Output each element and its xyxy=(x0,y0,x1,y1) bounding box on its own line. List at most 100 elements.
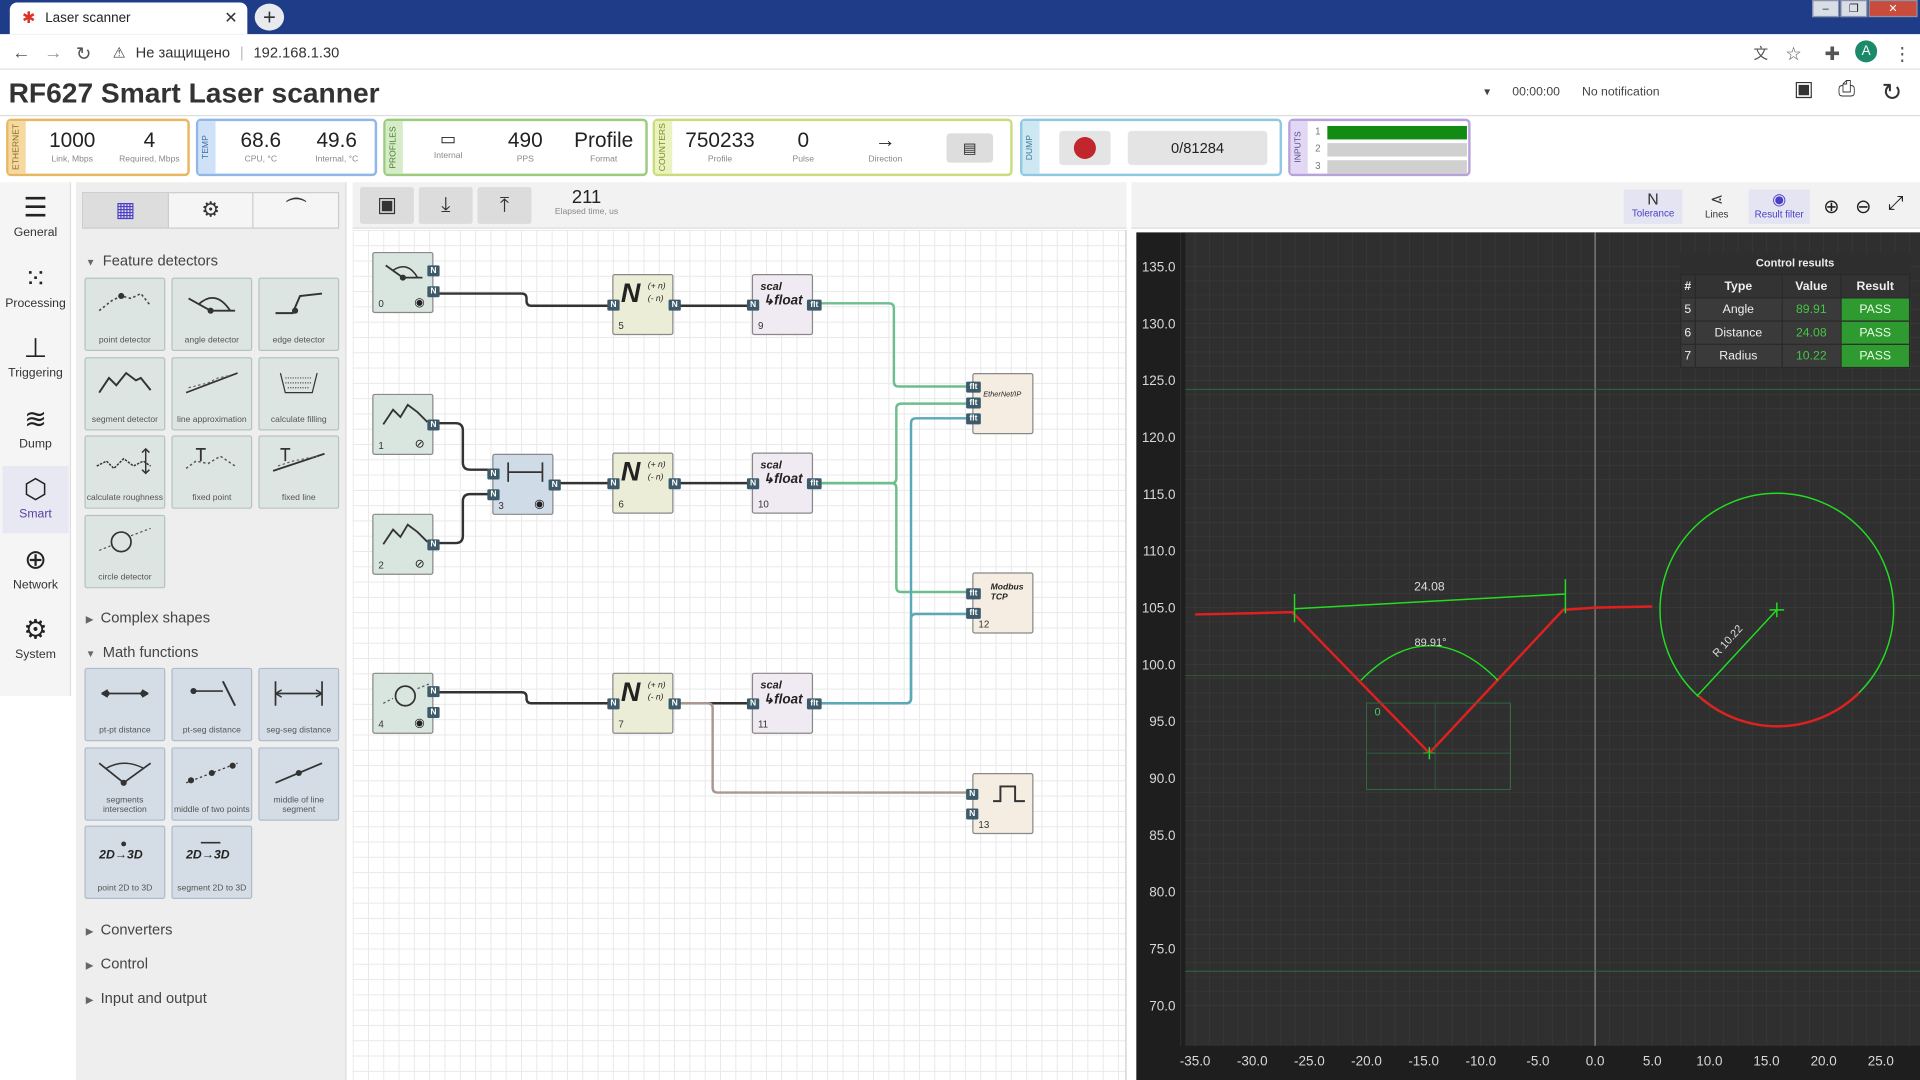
reload-icon[interactable]: ↻ xyxy=(75,44,92,65)
port-n[interactable]: N xyxy=(668,478,681,490)
palette-item-middle-of-line-segment[interactable]: middle of line segment xyxy=(258,746,340,821)
section-control[interactable]: ▶Control xyxy=(85,955,148,973)
section-math-functions[interactable]: ▼Math functions xyxy=(85,643,199,661)
palette-item-fixed-point[interactable]: fixed point xyxy=(171,435,253,509)
browser-menu-icon[interactable]: ⋮ xyxy=(1893,44,1912,65)
close-tab-icon[interactable]: ✕ xyxy=(224,8,238,27)
visible-eye-icon[interactable]: ◉ xyxy=(534,497,545,512)
nav-item-dump[interactable]: ≋Dump xyxy=(2,396,68,463)
hidden-eye-icon[interactable]: ⊘ xyxy=(414,437,425,452)
extensions-icon[interactable]: ✚ xyxy=(1824,44,1840,65)
port-n[interactable]: N xyxy=(746,478,760,490)
port-flt[interactable]: flt xyxy=(806,299,822,311)
port-n[interactable]: N xyxy=(427,686,440,698)
port-n[interactable]: N xyxy=(607,299,620,311)
lines-button[interactable]: ⋖Lines xyxy=(1687,190,1746,224)
url-field[interactable]: ⚠ Не защищено | 192.168.1.30 xyxy=(112,44,340,62)
section-complex-shapes[interactable]: ▶Complex shapes xyxy=(85,609,211,627)
palette-item-middle-of-two-points[interactable]: middle of two points xyxy=(171,746,253,821)
port-n[interactable]: N xyxy=(487,468,500,480)
palette-item-segments-intersection[interactable]: segments intersection xyxy=(84,746,166,821)
port-n[interactable]: N xyxy=(548,479,561,491)
port-n[interactable]: N xyxy=(746,299,760,311)
port-n[interactable]: N xyxy=(966,808,979,820)
port-n[interactable]: N xyxy=(427,286,440,298)
palette-item-calculate-roughness[interactable]: calculate roughness xyxy=(84,435,166,509)
port-n[interactable]: N xyxy=(427,265,440,277)
close-window-icon[interactable]: ✕ xyxy=(1868,0,1918,18)
palette-item-fixed-line[interactable]: fixed line xyxy=(258,435,340,509)
section-input-output[interactable]: ▶Input and output xyxy=(85,989,207,1007)
palette-item-circle-detector[interactable]: circle detector xyxy=(84,514,166,588)
port-n[interactable]: N xyxy=(746,698,760,710)
palette-item-line-approximation[interactable]: line approximation xyxy=(171,356,253,430)
record-button[interactable] xyxy=(1059,130,1111,166)
port-flt[interactable]: flt xyxy=(806,478,822,490)
refresh-icon[interactable]: ↻ xyxy=(1881,79,1903,107)
section-converters[interactable]: ▶Converters xyxy=(85,920,173,939)
tab-profile-shape[interactable]: ⏜ xyxy=(254,193,338,227)
port-flt[interactable]: flt xyxy=(966,588,981,600)
visible-eye-icon[interactable]: ◉ xyxy=(414,716,425,731)
download-scheme-button[interactable]: ⤓ xyxy=(418,187,473,224)
dropdown-caret-icon[interactable]: ▾ xyxy=(1484,85,1491,100)
fit-view-icon[interactable]: ⤢ xyxy=(1888,193,1904,215)
port-n[interactable]: N xyxy=(607,478,620,490)
palette-item-calculate-filling[interactable]: calculate filling xyxy=(258,356,340,430)
palette-item-seg-seg-distance[interactable]: seg-seg distance xyxy=(258,667,340,742)
star-icon[interactable]: ☆ xyxy=(1785,44,1802,65)
tab-block-settings[interactable]: ⚙ xyxy=(169,193,254,228)
palette-item-pt-pt-distance[interactable]: pt-pt distance xyxy=(84,667,166,742)
zoom-in-icon[interactable]: ⊕ xyxy=(1823,196,1840,218)
hidden-eye-icon[interactable]: ⊘ xyxy=(414,557,425,572)
port-n[interactable]: N xyxy=(427,419,440,431)
tab-blocks-grid[interactable]: ▦ xyxy=(83,193,169,228)
port-n[interactable]: N xyxy=(668,698,681,710)
port-flt[interactable]: flt xyxy=(966,607,981,619)
section-feature-detectors[interactable]: ▼Feature detectors xyxy=(85,251,218,270)
nav-item-network[interactable]: ⊕Network xyxy=(2,536,68,603)
nav-item-triggering[interactable]: ⊥Triggering xyxy=(2,325,68,392)
zoom-out-icon[interactable]: ⊖ xyxy=(1855,196,1872,218)
port-flt[interactable]: flt xyxy=(806,698,822,710)
palette-item-edge-detector[interactable]: edge detector xyxy=(258,277,340,352)
nav-item-general[interactable]: ☰General xyxy=(2,185,68,252)
upload-scheme-button[interactable]: ⤒ xyxy=(477,187,532,224)
profile-avatar[interactable]: A xyxy=(1855,40,1878,63)
port-flt[interactable]: flt xyxy=(966,413,981,425)
port-n[interactable]: N xyxy=(966,788,979,800)
palette-item-segment-detector[interactable]: segment detector xyxy=(84,356,166,430)
port-n[interactable]: N xyxy=(487,489,500,501)
port-n[interactable]: N xyxy=(427,706,440,718)
port-flt[interactable]: flt xyxy=(966,381,981,393)
port-n[interactable]: N xyxy=(668,299,681,311)
export-document-icon[interactable]: ⎙ xyxy=(1838,77,1855,101)
palette-item-pt-seg-distance[interactable]: pt-seg distance xyxy=(171,667,253,742)
visible-eye-icon[interactable]: ◉ xyxy=(414,295,425,310)
port-n[interactable]: N xyxy=(607,698,620,710)
forward-arrow-icon[interactable]: → xyxy=(44,42,63,64)
back-arrow-icon[interactable]: ← xyxy=(12,42,31,64)
result-filter-button[interactable]: ◉Result filter xyxy=(1748,189,1810,224)
minimize-icon[interactable]: – xyxy=(1812,0,1840,18)
nav-item-system[interactable]: ⚙System xyxy=(2,607,68,674)
palette-item-point-detector[interactable]: point detector xyxy=(84,277,166,352)
